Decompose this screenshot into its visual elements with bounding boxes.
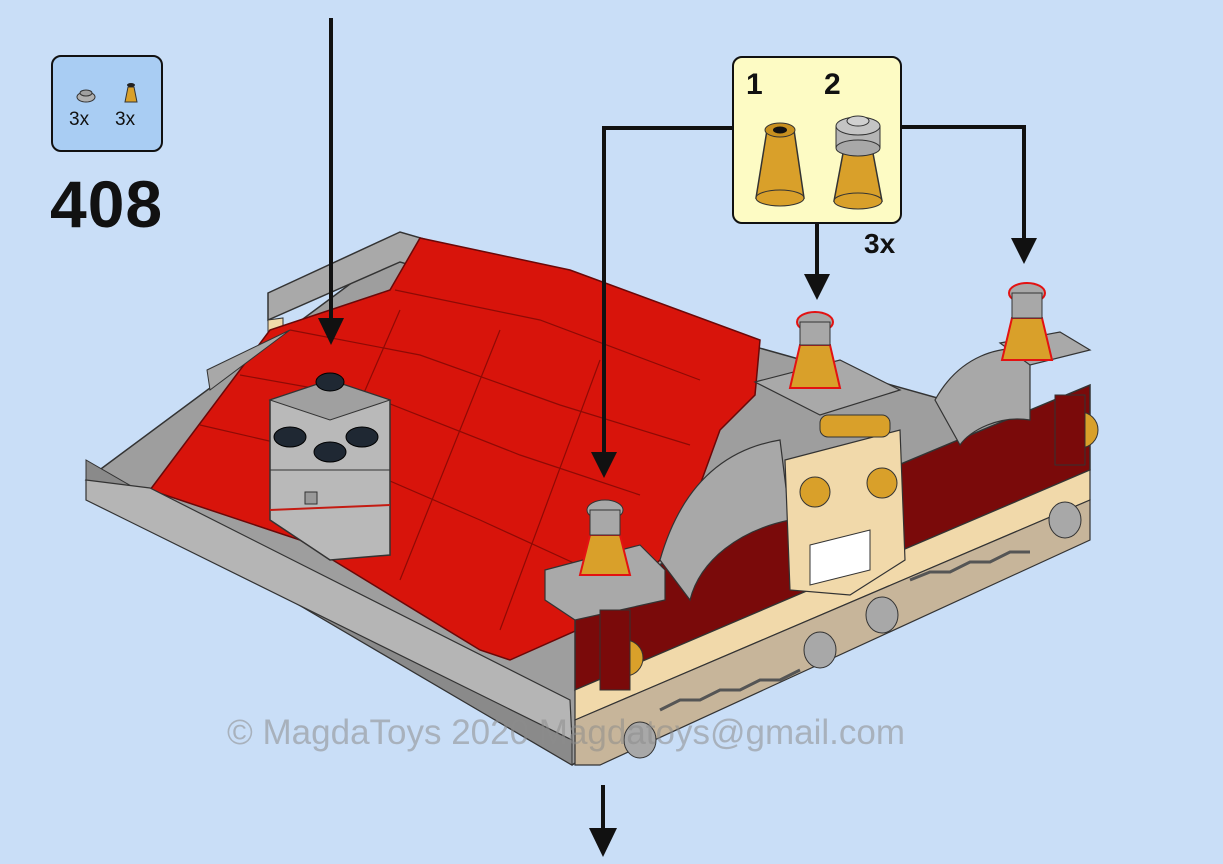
cone-front — [578, 499, 632, 576]
arrow-callout-front — [602, 126, 732, 455]
side-gold-studs — [599, 394, 1099, 691]
step-number: 408 — [50, 167, 164, 241]
chimney — [268, 372, 392, 561]
callout-multiplier: 3x — [864, 228, 896, 259]
cone-middle — [788, 311, 842, 389]
arrow-callout-right — [902, 125, 1026, 240]
sub-step-number-1: 1 — [746, 68, 763, 101]
copyright-watermark: © MagdaToys 2020 Magdatoys@gmail.com — [227, 713, 906, 752]
cone-icon — [755, 122, 805, 207]
sub-step-number-2: 2 — [824, 68, 841, 101]
arrow-heads — [318, 238, 1037, 857]
cone-right — [1000, 282, 1054, 361]
left-ledge — [85, 329, 573, 741]
cone-icon — [124, 83, 138, 103]
cone-with-plate-icon — [833, 115, 883, 210]
central-gate — [784, 414, 906, 596]
model-cones — [578, 282, 1054, 576]
parts-qty-plate: 3x — [69, 109, 90, 130]
round-plate-icon — [76, 89, 96, 103]
parts-qty-cone: 3x — [115, 109, 136, 130]
bottom-studs — [623, 501, 1082, 759]
sub-assembly-callout: 1 2 — [732, 56, 902, 224]
parts-list: 3x 3x — [51, 55, 163, 152]
arrows — [329, 18, 1026, 830]
